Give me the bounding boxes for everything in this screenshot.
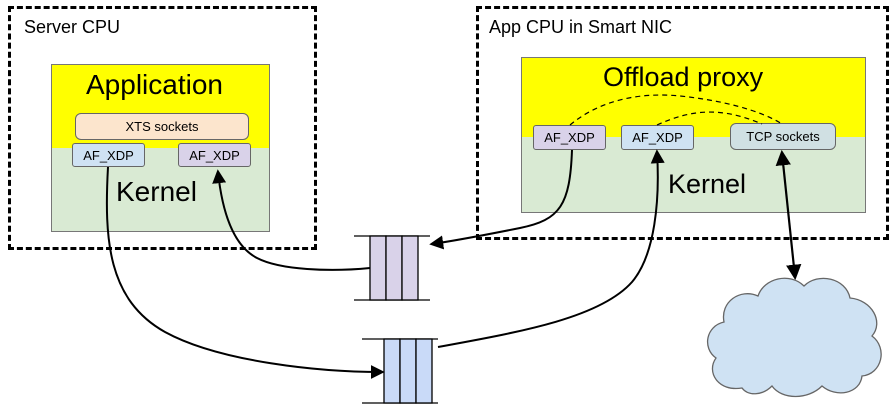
smart-nic-box — [476, 6, 889, 240]
cloud-icon — [706, 277, 882, 398]
smart-nic-title: App CPU in Smart NIC — [489, 17, 673, 37]
queue-icon — [362, 338, 438, 404]
server-kernel-label: Kernel — [116, 176, 197, 207]
nic-kernel-label: Kernel — [668, 169, 747, 199]
offload-proxy-label: Offload proxy — [603, 62, 764, 92]
server-afxdp-left: AF_XDP — [72, 143, 145, 167]
queue-icon — [354, 235, 430, 301]
server-cpu-title: Server CPU — [24, 17, 121, 37]
xts-sockets-box: XTS sockets — [75, 113, 249, 140]
server-afxdp-right: AF_XDP — [178, 143, 251, 167]
server-application-label: Application — [86, 69, 223, 100]
nic-afxdp-right: AF_XDP — [621, 125, 694, 150]
tcp-sockets-box: TCP sockets — [730, 123, 836, 150]
nic-afxdp-left: AF_XDP — [533, 125, 606, 150]
